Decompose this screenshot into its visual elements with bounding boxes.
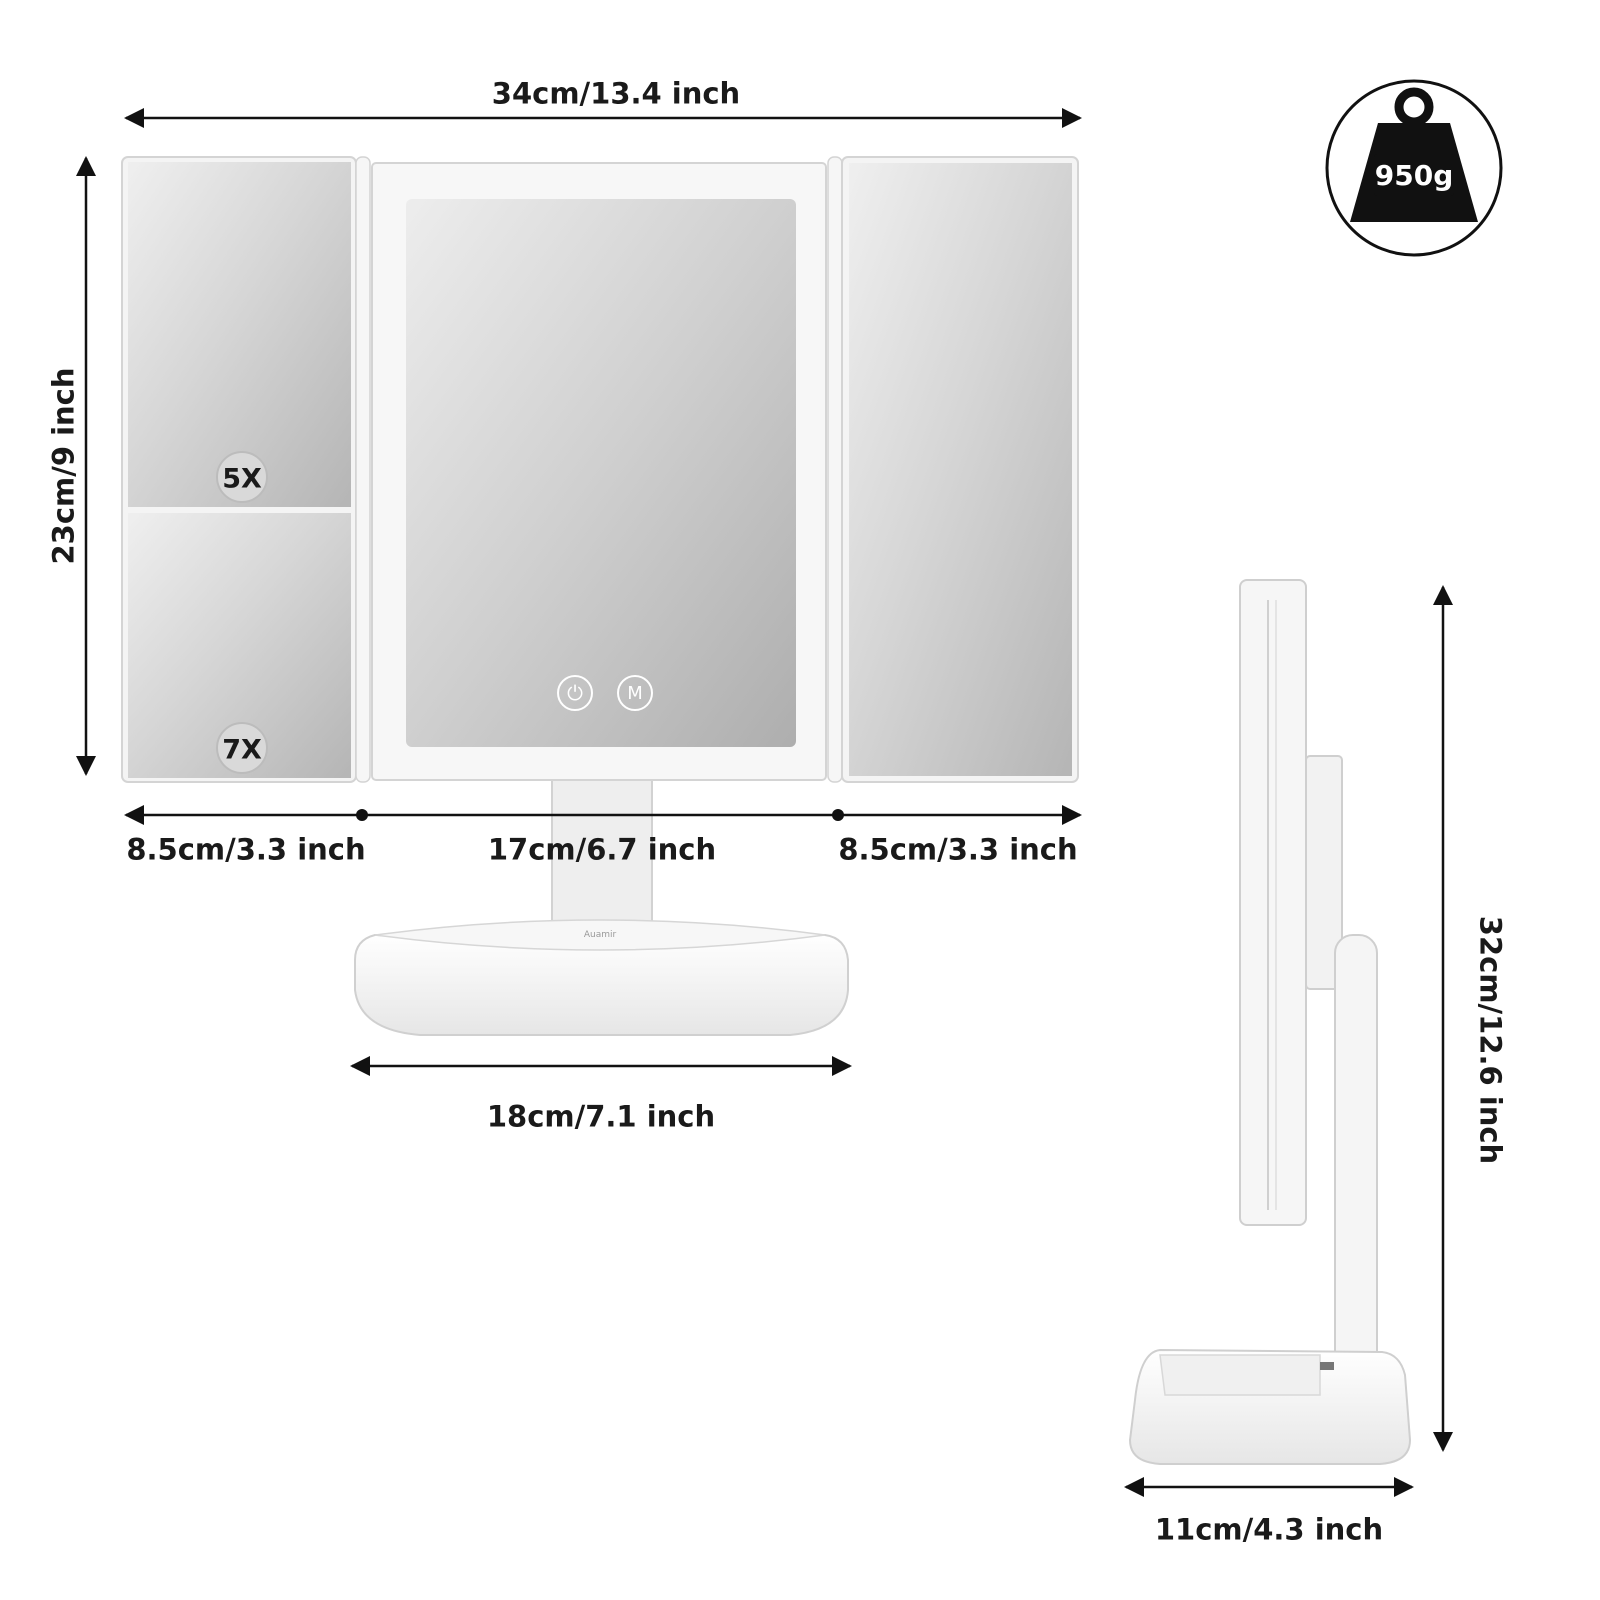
weight-label: 950g: [1374, 159, 1454, 192]
weight-icon-group: [1325, 79, 1503, 257]
right-hinge: [827, 156, 843, 783]
center-panel-label: 17cm/6.7 inch: [487, 832, 717, 867]
magnification-7x-label: 7X: [222, 734, 262, 766]
left-mirror-top: [128, 162, 351, 507]
right-mirror: [849, 163, 1072, 776]
total-height-label: 32cm/12.6 inch: [1473, 915, 1508, 1165]
side-mirror-body: [1239, 579, 1307, 1226]
badge-5x: [216, 451, 268, 503]
side-view: [1128, 579, 1412, 1465]
right-panel-label: 8.5cm/3.3 inch: [838, 832, 1078, 867]
power-icon: ⏻: [557, 675, 593, 711]
base: [354, 934, 849, 1036]
base-tray: [374, 919, 826, 951]
left-panel-label: 8.5cm/3.3 inch: [126, 832, 366, 867]
base-width-label: 18cm/7.1 inch: [486, 1099, 716, 1134]
center-mirror: [406, 199, 796, 747]
magnification-5x-label: 5X: [222, 463, 262, 495]
side-hinge-block: [1305, 755, 1343, 990]
badge-7x: [216, 722, 268, 774]
total-width-label: 34cm/13.4 inch: [491, 76, 741, 111]
front-view: Auamir: [121, 156, 1079, 1036]
dimension-lines: [76, 108, 1453, 1497]
mode-icon: M: [617, 675, 653, 711]
stand-neck: [551, 774, 653, 931]
dim-tick-right: [832, 809, 844, 821]
left-hinge: [355, 156, 371, 783]
height-label: 23cm/9 inch: [46, 367, 81, 565]
svg-text:Auamir: Auamir: [584, 930, 617, 940]
side-arm: [1334, 934, 1378, 1371]
base-depth-label: 11cm/4.3 inch: [1154, 1512, 1384, 1547]
dim-tick-left: [356, 809, 368, 821]
